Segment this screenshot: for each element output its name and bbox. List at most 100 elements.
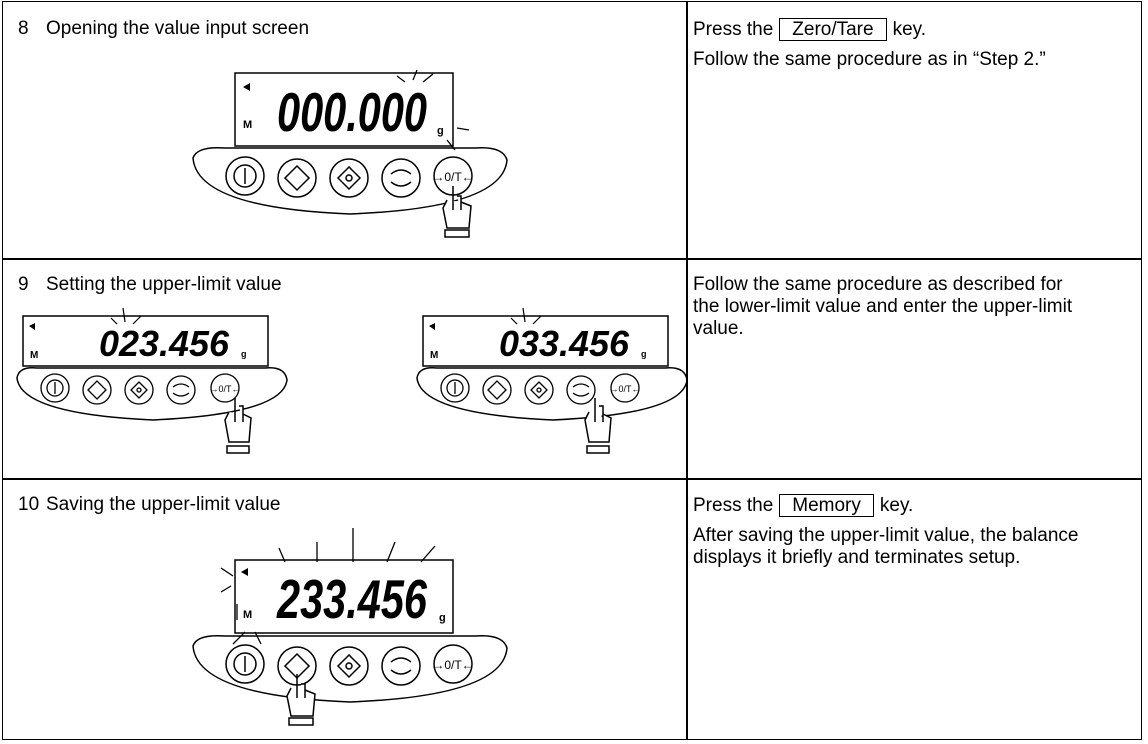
power-key[interactable] [440,373,470,403]
pressing-hand-icon [584,398,612,443]
power-icon [233,652,257,676]
target-icon [530,381,548,399]
pressing-hand-icon [286,674,316,717]
target-key[interactable] [524,375,554,405]
memory-key[interactable] [82,375,112,405]
unit-label: g [241,349,247,359]
cycle-key[interactable] [381,158,421,198]
cycle-icon [572,383,590,397]
pressing-hand-icon [442,186,472,229]
step-number: 10 [18,494,40,515]
power-key[interactable] [225,644,265,684]
step-label: Opening the value input screen [46,18,310,39]
balance-panel-step-9-left: M 023.456 g →0/T← [16,307,288,454]
arrow-indicator-icon [241,568,248,576]
unit-label: g [641,349,647,359]
hand-cuff-icon [226,445,250,454]
memory-key[interactable] [277,158,317,198]
zero-tare-key-label: →0/T← [432,170,473,184]
power-icon [46,379,64,397]
cycle-key[interactable] [566,375,596,405]
desc-text: Follow the same procedure as described f… [693,274,1073,339]
hand-cuff-icon [586,445,610,454]
step-9-title: 9 Setting the upper-limit value [18,274,282,296]
power-key[interactable] [40,373,70,403]
target-icon [336,653,362,679]
m-indicator: M [243,609,252,621]
step-label: Setting the upper-limit value [46,274,282,295]
balance-panel-step-9-right: M 033.456 g →0/T← [416,307,688,454]
cycle-key[interactable] [166,375,196,405]
memory-icon [487,380,507,400]
memory-icon [87,380,107,400]
blink-marks [110,307,142,325]
target-key[interactable] [124,375,154,405]
key-name-zero-tare: Zero/Tare [779,18,887,41]
balance-panel-step-8: M 000.000 g →0/T← [192,69,508,238]
desc-text: key. [892,19,927,40]
column-divider [686,2,688,739]
zero-tare-key[interactable] [433,644,473,684]
cycle-icon [172,383,190,397]
desc-text: Press the [693,19,774,40]
desc-text: key. [879,495,914,516]
power-icon [446,379,464,397]
hand-cuff-icon [288,717,314,726]
step-number: 9 [18,274,29,295]
m-indicator: M [243,119,252,131]
keypad-housing [16,366,288,421]
row-divider [3,258,1141,260]
power-icon [233,164,257,188]
cycle-key[interactable] [381,646,421,686]
lcd-value: 033.456 [499,323,630,364]
power-key[interactable] [225,156,265,196]
zero-tare-key[interactable] [610,373,640,403]
target-icon [336,165,362,191]
lcd-display [22,315,269,367]
keypad-housing [192,146,508,215]
keypad-housing [192,634,508,703]
zero-tare-key-label: →0/T← [609,384,640,394]
target-key[interactable] [329,646,369,686]
lcd-display [234,72,454,147]
row-divider [3,478,1141,480]
zero-tare-key[interactable] [210,373,240,403]
zero-tare-key-label: →0/T← [209,384,240,394]
blink-marks [510,307,542,325]
desc-text: Press the [693,495,774,516]
step-number: 8 [18,18,29,39]
key-name-memory: Memory [779,494,874,517]
step-label: Saving the upper-limit value [46,494,281,515]
target-key[interactable] [329,158,369,198]
memory-icon [283,164,311,192]
m-indicator: M [430,350,438,361]
arrow-indicator-icon [243,83,250,91]
lcd-value: 233.456 [276,568,427,630]
m-indicator: M [30,350,38,361]
arrow-indicator-icon [29,323,35,330]
cycle-icon [390,169,412,187]
lcd-value: 000.000 [277,81,427,143]
desc-text: Follow the same procedure as in “Step 2.… [693,49,1046,70]
unit-label: g [439,612,446,624]
balance-panel-step-10: M 233.456 g →0/T← [192,528,508,726]
blink-marks [220,528,436,645]
hand-cuff-icon [444,229,470,238]
memory-key[interactable] [482,375,512,405]
desc-text: After saving the upper-limit value, the … [693,525,1079,568]
target-icon [130,381,148,399]
step-9-description: Follow the same procedure as described f… [693,274,1093,340]
keypad-housing [416,366,688,421]
arrow-indicator-icon [429,323,435,330]
step-8-title: 8 Opening the value input screen [18,18,309,40]
lcd-value: 023.456 [99,323,230,364]
lcd-display [422,315,669,367]
lcd-display [234,559,454,634]
zero-tare-key-label: →0/T← [432,658,473,672]
cycle-icon [390,657,412,675]
pressing-hand-icon [224,398,252,443]
unit-label: g [437,125,444,137]
